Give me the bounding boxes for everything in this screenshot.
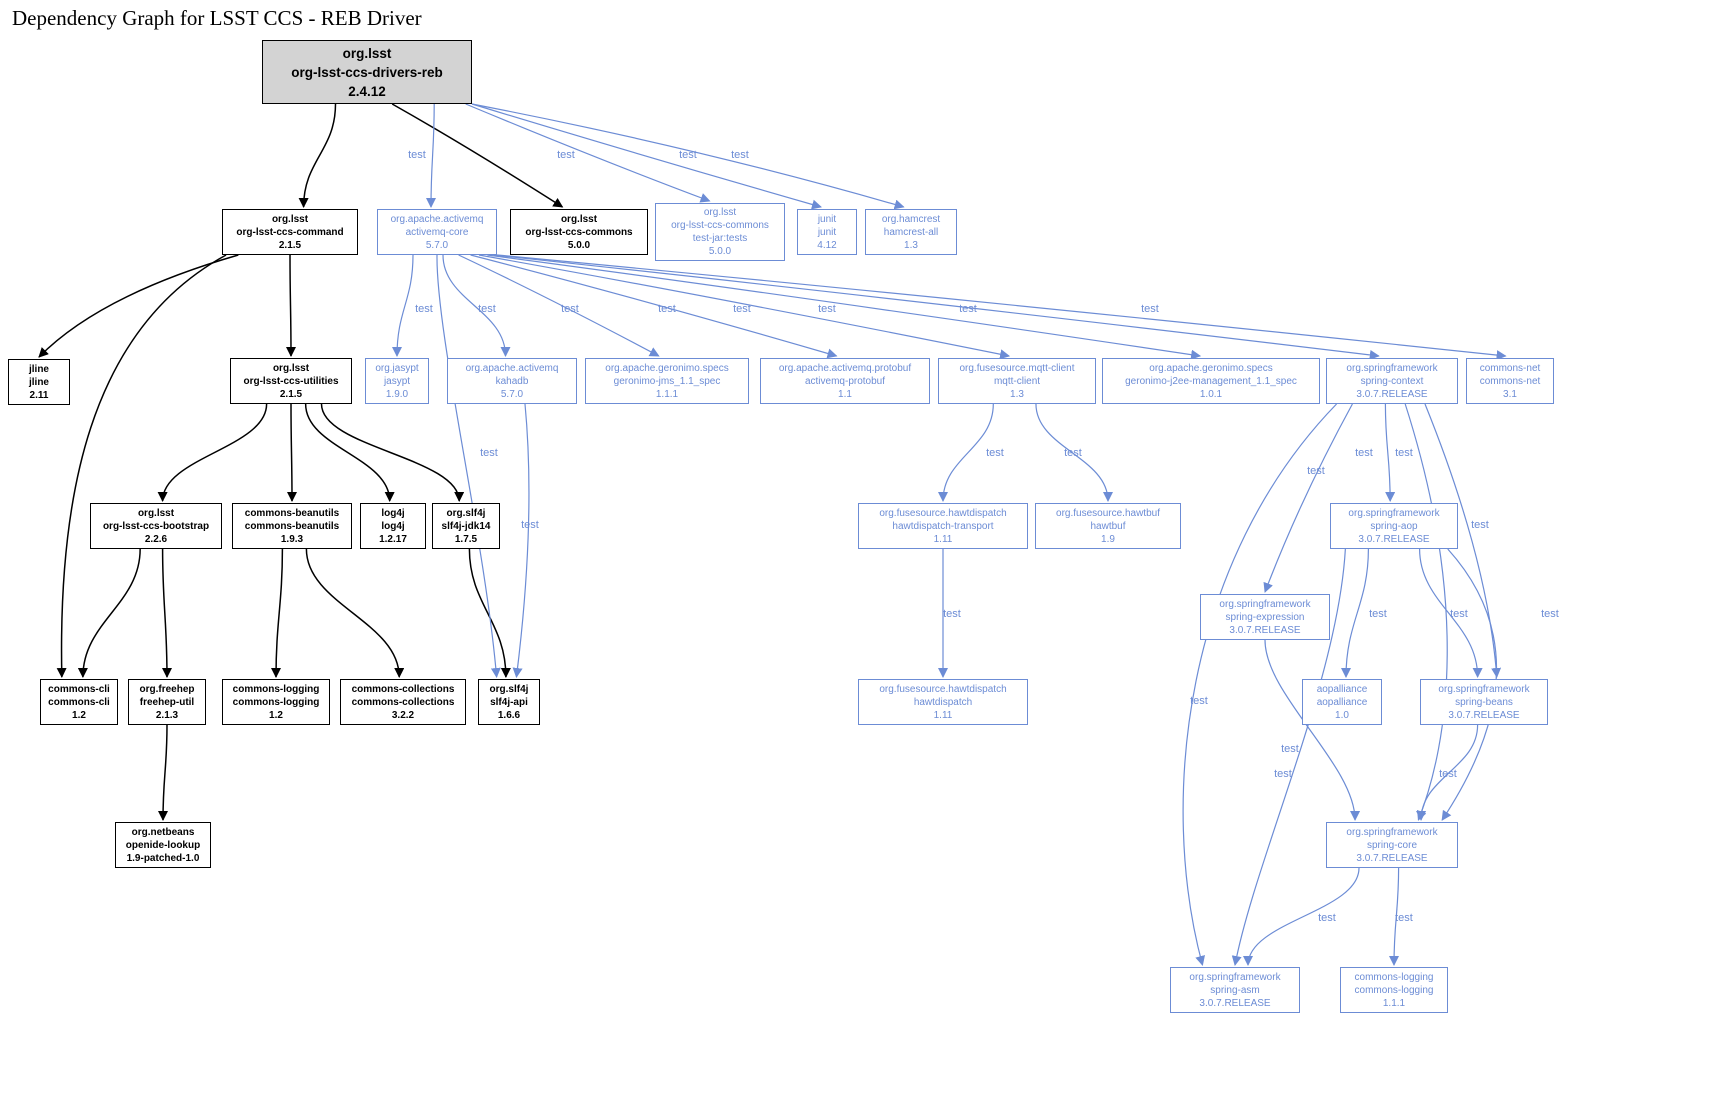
edge-ccs-bootstrap--commons-cli: [77, 548, 141, 678]
edge-scope-label: test: [480, 447, 498, 459]
edge-spring-context--spring-beans: [1424, 403, 1502, 678]
edge-ccs-utilities--slf4j-jdk14: [320, 403, 465, 502]
edge-drivers-reb--ccs-commons-tests: [465, 103, 711, 203]
edge-scope-label: test: [1274, 768, 1292, 780]
edge-scope-label: test: [1307, 465, 1325, 477]
edge-scope-label: test: [521, 519, 539, 531]
edge-scope-label: test: [679, 149, 697, 161]
edge-scope-label: test: [1355, 447, 1373, 459]
edge-scope-label: test: [658, 303, 676, 315]
edge-spring-expression--spring-core: [1264, 639, 1361, 821]
edge-activemq-core--commons-net: [496, 254, 1507, 361]
edge-ccs-utilities--log4j: [304, 403, 395, 502]
edge-scope-label: test: [415, 303, 433, 315]
edge-scope-label: test: [1439, 768, 1457, 780]
edge-drivers-reb--activemq-core: [426, 103, 437, 208]
label-layer: test test test test test test test test test test…: [408, 149, 1559, 924]
edge-spring-aop--spring-core: [1441, 548, 1498, 821]
edge-spring-aop--spring-beans: [1419, 548, 1483, 678]
edge-scope-label: test: [1450, 608, 1468, 620]
edge-layer: [38, 103, 1507, 966]
edge-scope-label: test: [1318, 912, 1336, 924]
edge-scope-label: test: [557, 149, 575, 161]
edge-scope-label: test: [943, 608, 961, 620]
graph-title: Dependency Graph for LSST CCS - REB Driv…: [12, 6, 422, 30]
edge-spring-aop--spring-asm: [1231, 548, 1346, 966]
edge-spring-core--spring-asm: [1243, 867, 1360, 966]
edge-scope-label: test: [1541, 608, 1559, 620]
edge-scope-label: test: [986, 447, 1004, 459]
edge-scope-label: test: [731, 149, 749, 161]
edge-scope-label: test: [1141, 303, 1159, 315]
edge-kahadb--slf4j-api: [512, 403, 530, 678]
edge-scope-label: test: [733, 303, 751, 315]
edge-activemq-core--geronimo-jms: [458, 254, 660, 357]
edge-ccs-bootstrap--freehep-util: [161, 548, 172, 678]
edge-activemq-core--geronimo-j2ee: [487, 254, 1202, 360]
edge-drivers-reb--ccs-commons: [391, 103, 564, 208]
edge-scope-label: test: [561, 303, 579, 315]
edge-scope-label: test: [1395, 447, 1413, 459]
edge-scope-label: test: [1064, 447, 1082, 459]
edge-scope-label: test: [1395, 912, 1413, 924]
edge-scope-label: test: [1369, 608, 1387, 620]
edge-ccs-utilities--commons-beanutils: [286, 403, 297, 502]
edge-drivers-reb--junit: [471, 103, 822, 210]
edge-spring-context--spring-expression: [1263, 403, 1353, 593]
edge-mqtt-client--hawtdispatch-transport: [938, 403, 994, 502]
edge-commons-beanutils--commons-logging-12: [271, 548, 284, 678]
edge-spring-core--commons-logging-111: [1389, 867, 1400, 966]
edge-activemq-core--mqtt-client: [478, 254, 1011, 360]
edge-drivers-reb--ccs-command: [298, 103, 337, 208]
edge-slf4j-jdk14--slf4j-api: [468, 548, 511, 678]
edge-spring-aop--aopalliance: [1341, 548, 1369, 678]
edge-spring-context--spring-asm: [1182, 403, 1337, 966]
edge-spring-context--spring-core: [1404, 403, 1448, 821]
edge-commons-beanutils--commons-collections: [305, 548, 405, 678]
edge-ccs-command--commons-cli: [56, 254, 227, 678]
edge-activemq-core--slf4j-api: [436, 254, 501, 678]
edge-ccs-command--ccs-utilities: [285, 254, 296, 357]
edge-spring-context--spring-aop: [1384, 403, 1396, 502]
edge-scope-label: test: [1281, 743, 1299, 755]
edge-scope-label: test: [1471, 519, 1489, 531]
edge-freehep-util--openide-lookup: [158, 724, 169, 821]
edge-activemq-core--kahadb: [442, 254, 511, 357]
edge-mqtt-client--hawtbuf: [1035, 403, 1113, 502]
edge-scope-label: test: [408, 149, 426, 161]
edge-ccs-utilities--ccs-bootstrap: [157, 403, 268, 502]
edge-ccs-command--jline: [38, 254, 239, 358]
edge-scope-label: test: [818, 303, 836, 315]
edge-scope-label: test: [478, 303, 496, 315]
edge-drivers-reb--hamcrest-all: [471, 103, 905, 210]
edge-spring-beans--spring-core: [1416, 724, 1479, 821]
edge-scope-label: test: [959, 303, 977, 315]
edge-scope-label: test: [1190, 695, 1208, 707]
edge-activemq-core--spring-context: [493, 254, 1380, 360]
edge-activemq-core--jasypt: [392, 254, 414, 357]
edge-activemq-core--activemq-protobuf: [470, 254, 838, 359]
